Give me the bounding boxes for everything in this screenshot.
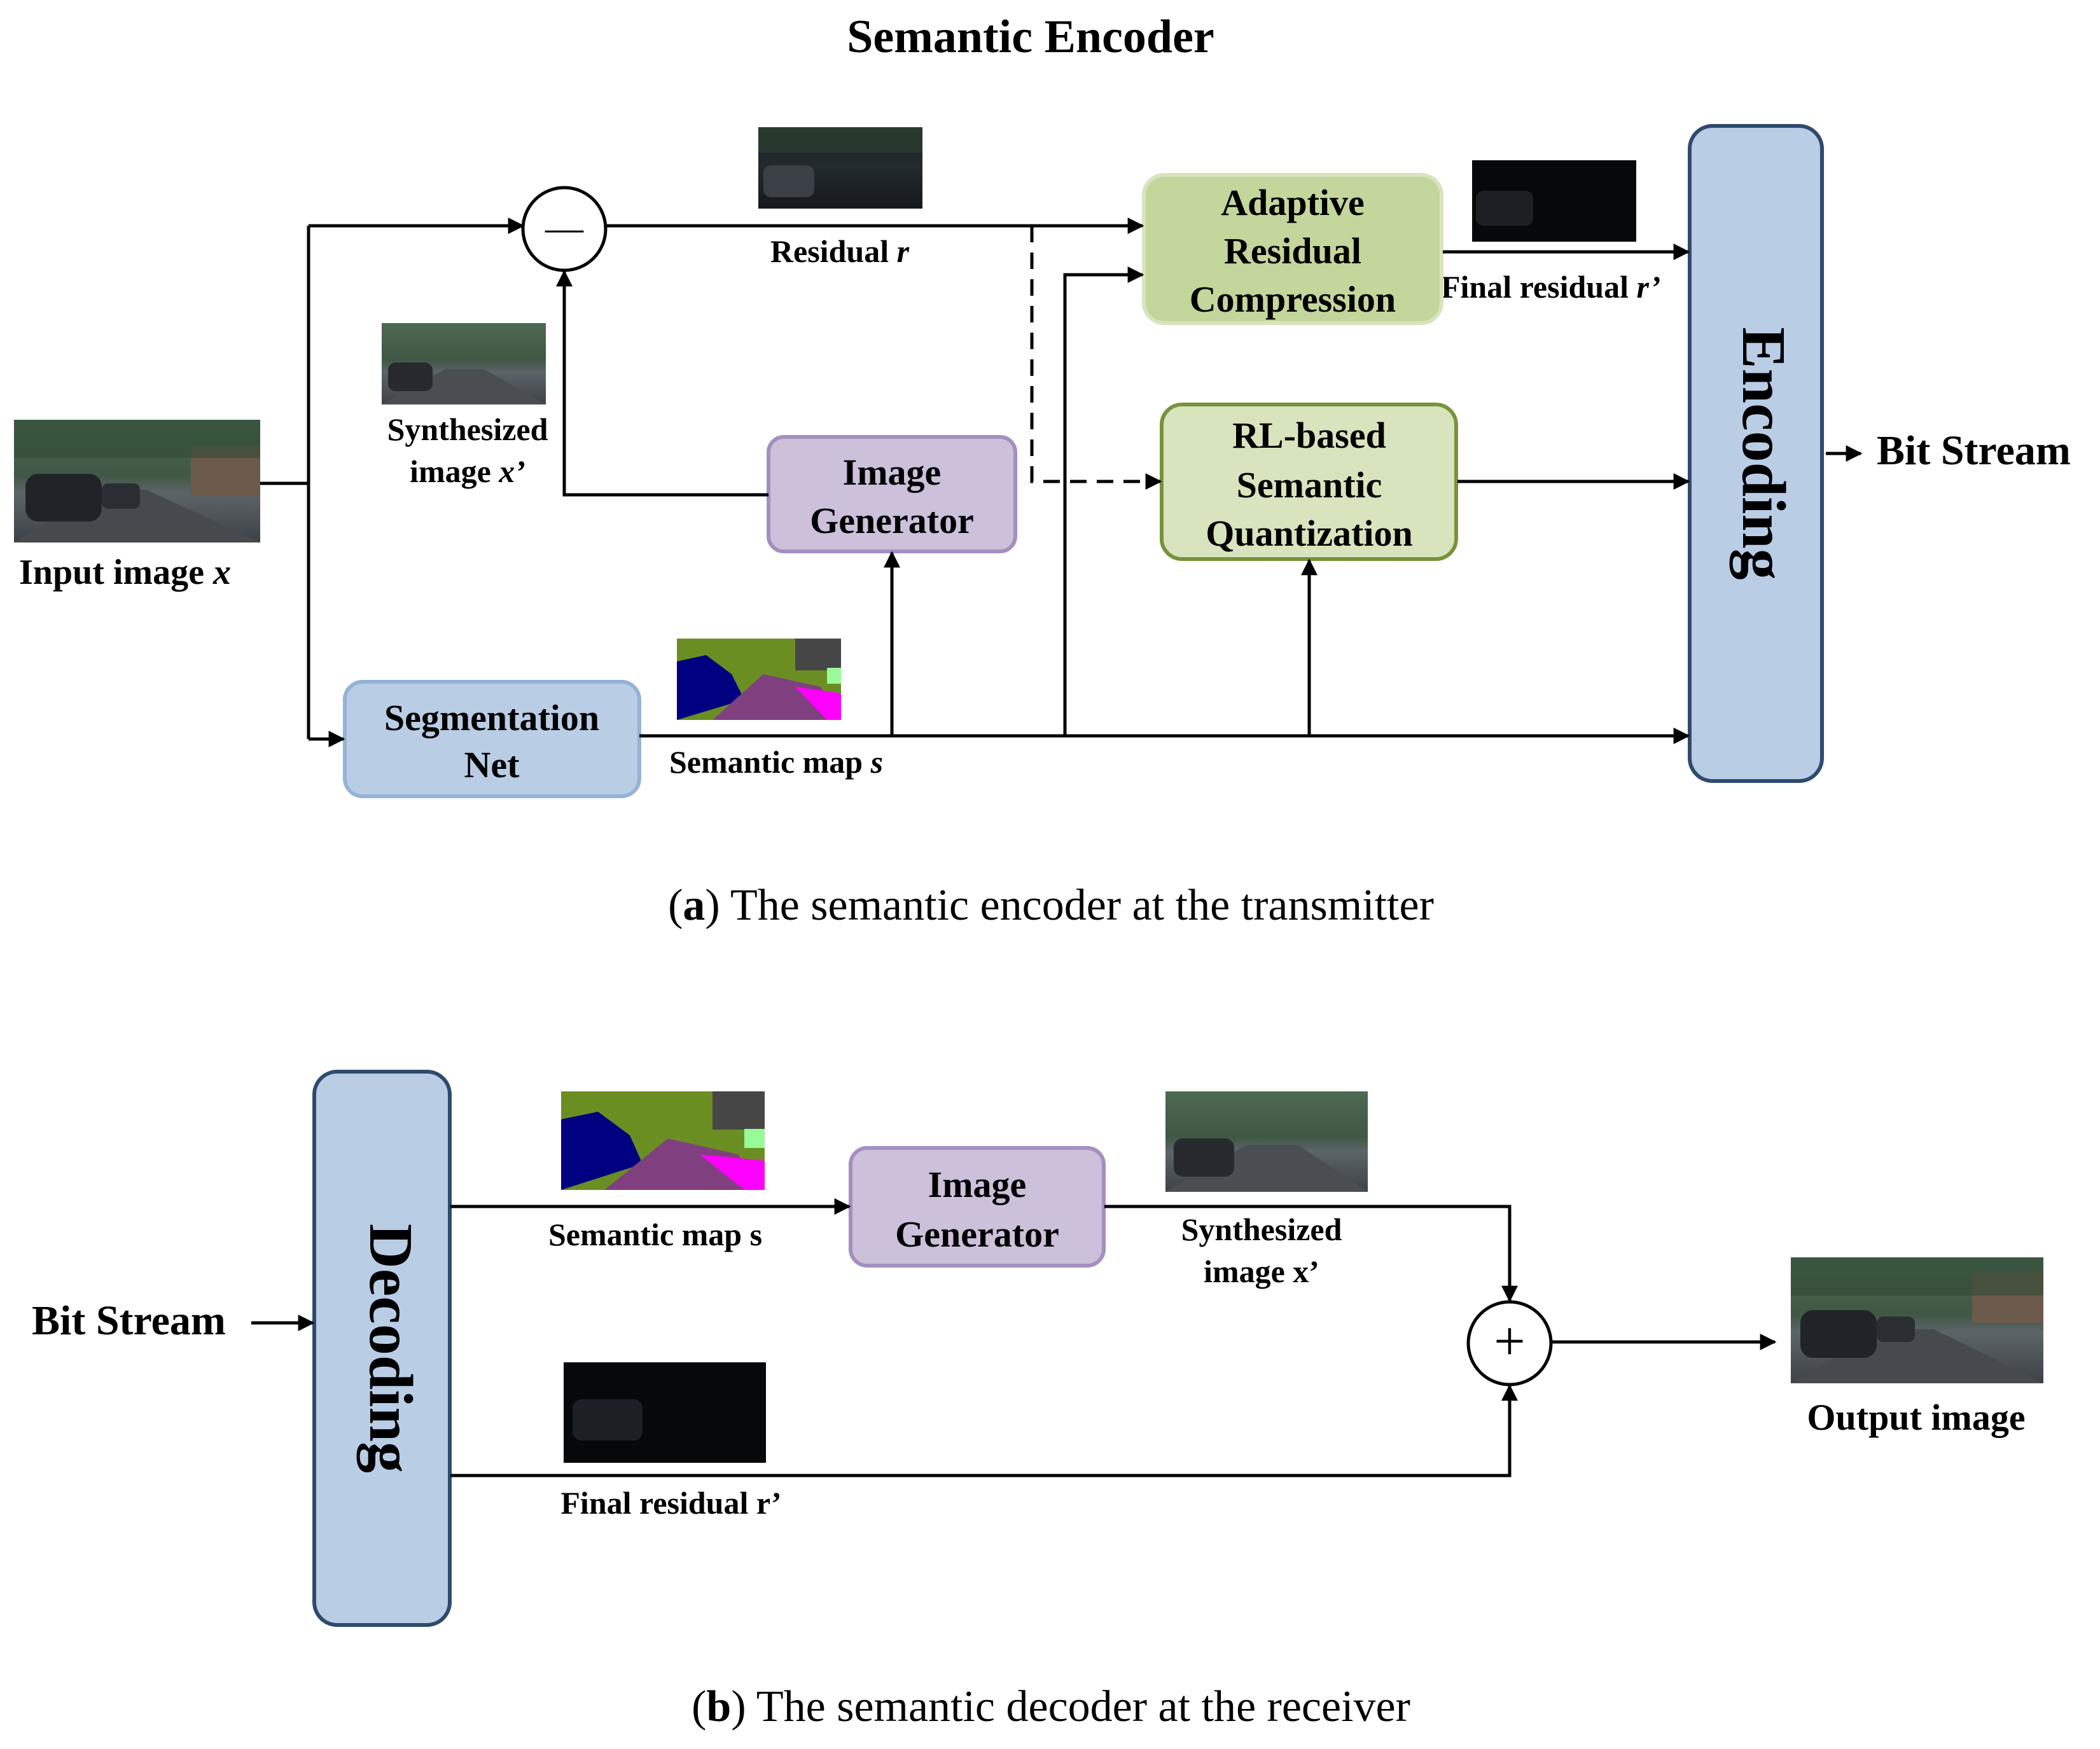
segmentation-net-line1: Segmentation — [384, 697, 599, 738]
synthesized-image-thumbnail — [382, 323, 546, 404]
image-generator-line1: Image — [843, 452, 942, 493]
decoder-image-generator-line2: Generator — [895, 1213, 1059, 1255]
encoder-bit-stream-label: Bit Stream — [1877, 427, 2071, 474]
segmentation-net-line2: Net — [464, 744, 520, 785]
decoder-final-residual-thumbnail — [564, 1362, 766, 1463]
input-image-label: Input image x — [19, 553, 231, 592]
image-generator-block-encoder: Image Generator — [767, 435, 1017, 553]
residual-image-thumbnail — [758, 127, 922, 209]
decoder-final-residual-label: Final residual r’ — [560, 1485, 781, 1521]
encoding-block: Encoding — [1688, 124, 1824, 783]
rl-line1: RL-based — [1232, 415, 1386, 456]
segmentation-net-block: Segmentation Net — [343, 680, 641, 798]
synthesized-image-label-line2: image x’ — [410, 453, 525, 489]
add-symbol: + — [1494, 1311, 1526, 1372]
decoder-semantic-map-thumbnail — [561, 1091, 765, 1190]
encoding-label: Encoding — [1729, 327, 1798, 580]
image-generator-block-decoder: Image Generator — [849, 1146, 1106, 1268]
synthesized-image-label-line1: Synthesized — [387, 411, 548, 447]
decoder-synthesized-label-line2: image x’ — [1204, 1254, 1319, 1289]
output-image-label: Output image — [1807, 1397, 2025, 1438]
decoder-semantic-map-label: Semantic map s — [548, 1217, 762, 1252]
decoder-bit-stream-label: Bit Stream — [32, 1297, 226, 1344]
rl-semantic-quantization-block: RL-based Semantic Quantization — [1160, 403, 1458, 561]
decoder-synthesized-image-thumbnail — [1165, 1091, 1368, 1192]
caption-a: (a) The semantic encoder at the transmit… — [668, 881, 1434, 930]
decoder-synthesized-label-line1: Synthesized — [1181, 1212, 1342, 1247]
decoding-block: Decoding — [312, 1070, 452, 1627]
adaptive-residual-compression-block: Adaptive Residual Compression — [1142, 173, 1443, 325]
adaptive-line3: Compression — [1190, 279, 1396, 320]
semantic-map-label: Semantic map s — [669, 744, 883, 780]
final-residual-image-thumbnail — [1472, 160, 1636, 242]
adaptive-line2: Residual — [1224, 230, 1361, 272]
decoder-image-generator-line1: Image — [928, 1164, 1027, 1205]
residual-label: Residual r — [770, 233, 910, 269]
subtract-symbol: — — [545, 207, 584, 249]
final-residual-label: Final residual r’ — [1441, 269, 1660, 305]
image-generator-line2: Generator — [810, 500, 974, 541]
rl-line3: Quantization — [1206, 513, 1413, 554]
output-image — [1791, 1257, 2043, 1383]
adaptive-line1: Adaptive — [1221, 182, 1365, 223]
caption-b: (b) The semantic decoder at the receiver — [692, 1682, 1410, 1731]
input-image — [14, 420, 260, 543]
encoder-title: Semantic Encoder — [847, 11, 1214, 63]
encoder-connections — [260, 218, 1690, 747]
rl-line2: Semantic — [1237, 464, 1382, 506]
decoding-label: Decoding — [356, 1224, 425, 1473]
decoder-connections — [450, 1198, 1777, 1477]
semantic-map-thumbnail — [677, 639, 841, 720]
